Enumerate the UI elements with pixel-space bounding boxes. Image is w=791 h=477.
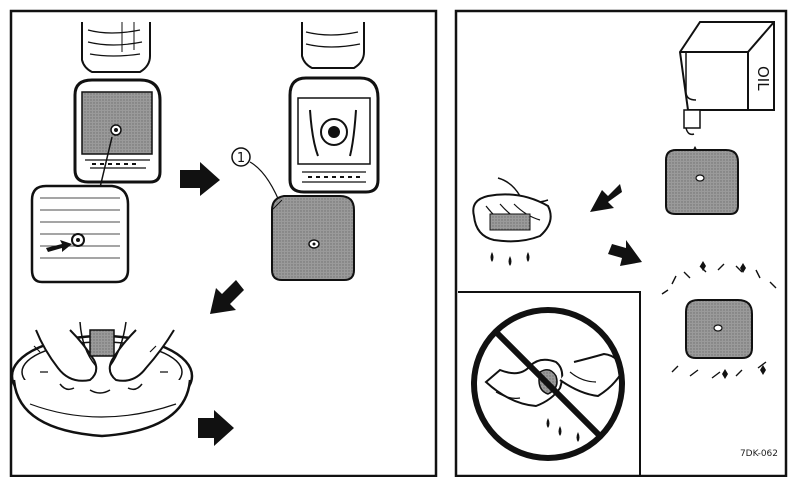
empty-filter-housing <box>290 22 378 192</box>
callout-number: 1 <box>237 151 245 166</box>
sponge-oiled <box>666 150 738 214</box>
left-panel: 1 <box>11 11 436 476</box>
filter-housing-with-sponge <box>75 22 160 196</box>
oil-label: OIL <box>754 66 772 91</box>
figure-code: 7DK-062 <box>740 449 778 459</box>
sponge-element <box>272 196 354 280</box>
right-panel: OIL <box>456 11 786 476</box>
washing-basin <box>12 322 192 436</box>
filter-case <box>32 186 128 282</box>
